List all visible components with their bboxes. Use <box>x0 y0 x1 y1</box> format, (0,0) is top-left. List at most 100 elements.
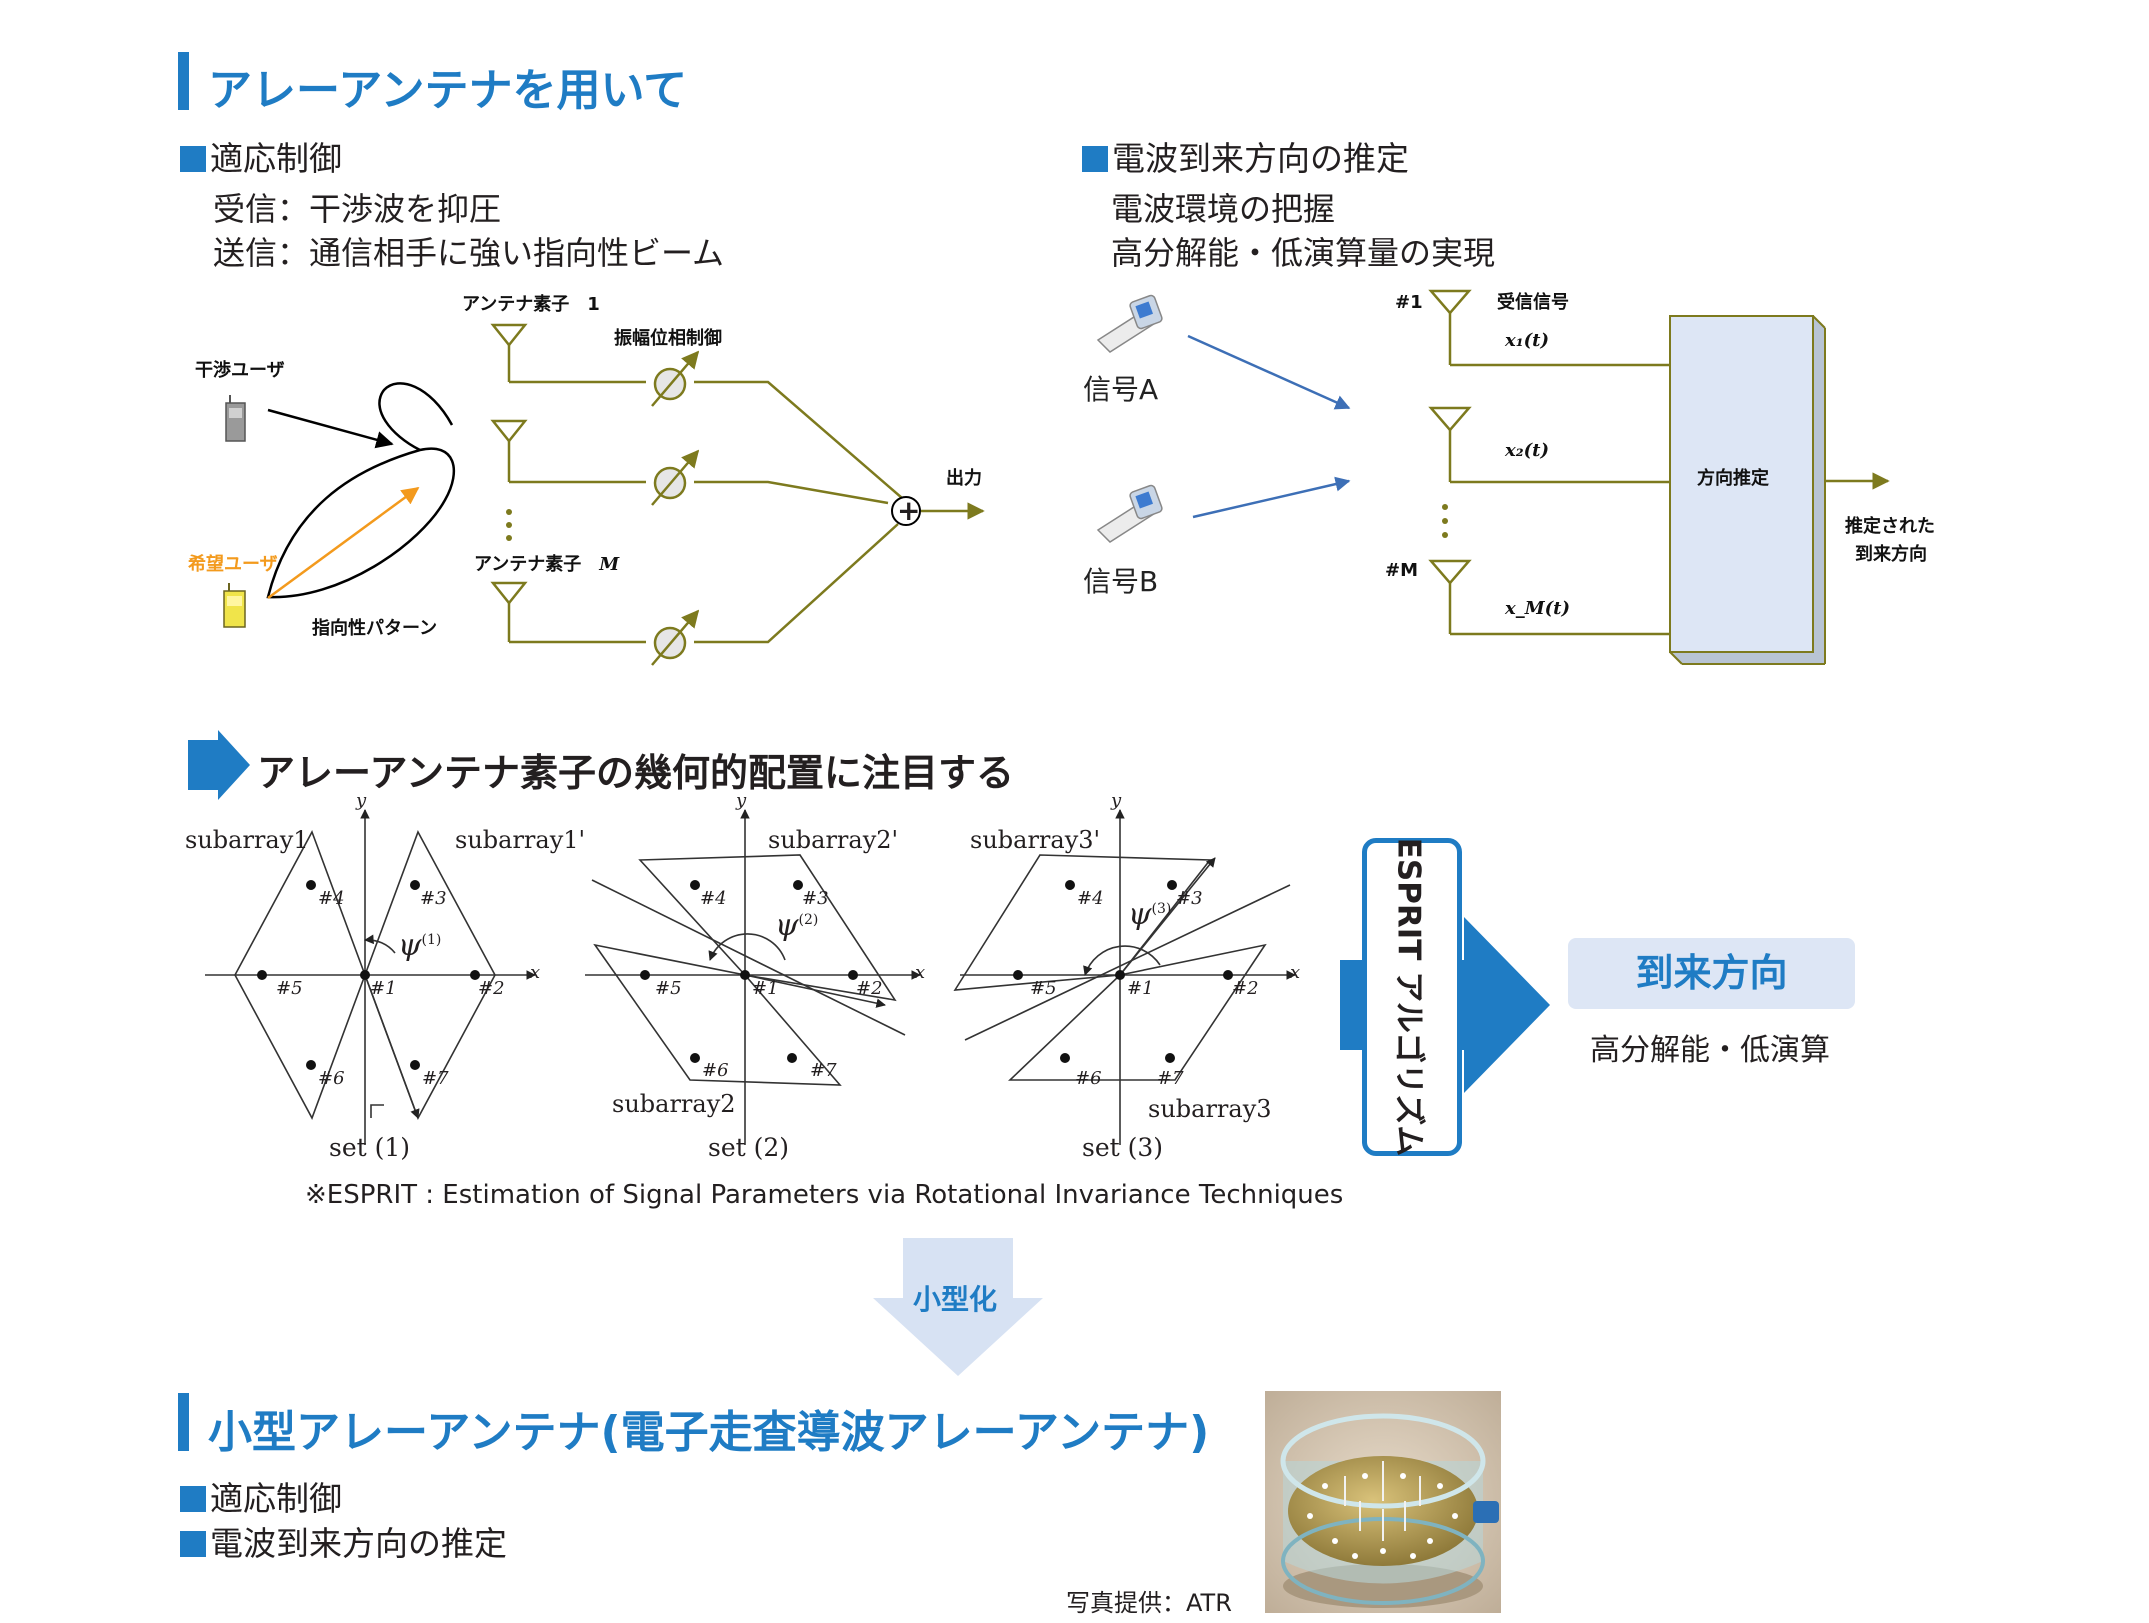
set1-psi-symbol: ψ <box>398 928 422 963</box>
signal-a-label: 信号A <box>1083 373 1159 406</box>
doa-result-label: 到来方向 <box>1635 951 1788 995</box>
directivity-pattern <box>266 447 455 599</box>
set1-node-4: #4 <box>318 888 345 909</box>
set2-sub-a: subarray2 <box>612 1090 736 1118</box>
set1-node-1: #1 <box>370 978 397 999</box>
set3-sub-b: subarray3' <box>970 826 1101 854</box>
set2-node-3: #3 <box>802 888 829 909</box>
x1-label: x₁(t) <box>1505 330 1549 351</box>
downsize-arrow <box>873 1238 1043 1376</box>
doa-line1: 電波環境の把握 <box>1111 190 1336 228</box>
esprit-algorithm-box: ESPRIT アルゴリズム <box>1362 838 1462 1156</box>
element1-label: アンテナ素子 1 <box>462 294 600 315</box>
adaptive-heading: 適応制御 <box>180 132 342 180</box>
phone-a-icon <box>1096 294 1163 353</box>
interferer-label: 干渉ユーザ <box>195 360 285 381</box>
doa-line2: 高分解能・低演算量の実現 <box>1111 234 1496 272</box>
x2-label: x₂(t) <box>1505 440 1549 461</box>
section-bar <box>178 52 189 110</box>
section3-item2: 電波到来方向の推定 <box>180 1517 507 1565</box>
block-label: 方向推定 <box>1697 468 1769 489</box>
doa-result-sub: 高分解能・低演算 <box>1590 1033 1830 1068</box>
set1-axis-x: x <box>530 962 541 983</box>
set2-axis-x: x <box>915 962 926 983</box>
ellipsis-dots <box>506 509 512 541</box>
set2-node-4: #4 <box>700 888 727 909</box>
set2-node-2: #2 <box>856 978 883 999</box>
signal-b-label: 信号B <box>1083 565 1159 598</box>
doa-heading: 電波到来方向の推定 <box>1082 132 1409 180</box>
set1-node-2: #2 <box>478 978 505 999</box>
section2-title: アレーアンテナ素子の幾何的配置に注目する <box>257 751 1014 795</box>
antM-label: #M <box>1385 560 1418 581</box>
weight-controls <box>651 350 700 666</box>
set3-psi-symbol: ψ <box>1128 897 1152 932</box>
set2-node-7: #7 <box>810 1060 837 1081</box>
output-label: 出力 <box>946 468 982 489</box>
adaptive-line2: 送信：通信相手に強い指向性ビーム <box>213 234 725 272</box>
set2-psi: ψ(2) <box>775 908 818 943</box>
set2-node-1: #1 <box>752 978 779 999</box>
set1-psi: ψ(1) <box>398 928 441 963</box>
esprit-label: ESPRIT アルゴリズム <box>1390 837 1427 1157</box>
set2-node-6: #6 <box>702 1060 729 1081</box>
received-label: 受信信号 <box>1497 292 1569 313</box>
ant1-label: #1 <box>1395 292 1423 313</box>
set1-sub-b: subarray1' <box>455 826 586 854</box>
set1-nodes <box>257 880 480 1070</box>
section-arrow-icon <box>188 730 250 800</box>
elementM-text: アンテナ素子 <box>474 554 600 575</box>
downsize-label: 小型化 <box>913 1283 998 1316</box>
set1-node-3: #3 <box>420 888 447 909</box>
set1-caption: set (1) <box>329 1133 411 1162</box>
set3-psi-sup: (3) <box>1151 901 1172 917</box>
section3-item1: 適応制御 <box>180 1472 342 1520</box>
set3-nodes <box>1013 880 1233 1063</box>
adaptive-line1: 受信：干渉波を抑圧 <box>213 190 502 228</box>
set2-psi-symbol: ψ <box>775 908 799 943</box>
phone-b-icon <box>1096 484 1163 543</box>
section-title: アレーアンテナを用いて <box>208 65 688 116</box>
set2-node-5: #5 <box>655 978 682 999</box>
desired-phone-icon <box>223 583 246 628</box>
doa-estimator-block <box>1669 315 1826 665</box>
set3-node-2: #2 <box>1232 978 1259 999</box>
doa-antennas <box>1428 289 1890 636</box>
set3-node-4: #4 <box>1077 888 1104 909</box>
section3-bar <box>178 1393 189 1451</box>
set2-nodes <box>640 880 858 1063</box>
xM-label: x_M(t) <box>1505 598 1571 619</box>
set3-node-3: #3 <box>1176 888 1203 909</box>
antenna-photo <box>1265 1391 1501 1613</box>
set3-axis-x: x <box>1290 962 1301 983</box>
doa-ellipsis-dots <box>1442 504 1448 538</box>
set1-node-6: #6 <box>318 1068 345 1089</box>
set3-node-7: #7 <box>1157 1068 1184 1089</box>
set3-caption: set (3) <box>1082 1133 1164 1162</box>
set2-sub-b: subarray2' <box>768 826 899 854</box>
summer-plus: + <box>897 494 921 527</box>
set3-psi: ψ(3) <box>1128 897 1171 932</box>
esprit-footnote: ※ESPRIT : Estimation of Signal Parameter… <box>305 1180 1344 1210</box>
set3-axis-y: y <box>1111 790 1122 811</box>
desired-label: 希望ユーザ <box>188 554 278 575</box>
set1-node-5: #5 <box>276 978 303 999</box>
pattern-sidelobe <box>378 382 454 452</box>
set3-node-1: #1 <box>1127 978 1154 999</box>
elementM-label: アンテナ素子 M <box>474 550 619 576</box>
set1-node-7: #7 <box>422 1068 449 1089</box>
interferer-phone-icon <box>225 395 246 442</box>
antenna-elements <box>490 323 985 644</box>
photo-credit: 写真提供：ATR <box>1066 1589 1232 1617</box>
result-line1: 推定された <box>1845 516 1935 537</box>
set1-sub-a: subarray1 <box>185 826 309 854</box>
summer-node <box>891 496 921 526</box>
pattern-label: 指向性パターン <box>312 618 438 639</box>
set2-psi-sup: (2) <box>798 912 819 928</box>
elementM-var: M <box>599 554 620 575</box>
doa-result-box: 到来方向 <box>1568 938 1855 1009</box>
set2-axis-y: y <box>736 790 747 811</box>
set1-axis-y: y <box>356 790 367 811</box>
set3-node-6: #6 <box>1075 1068 1102 1089</box>
